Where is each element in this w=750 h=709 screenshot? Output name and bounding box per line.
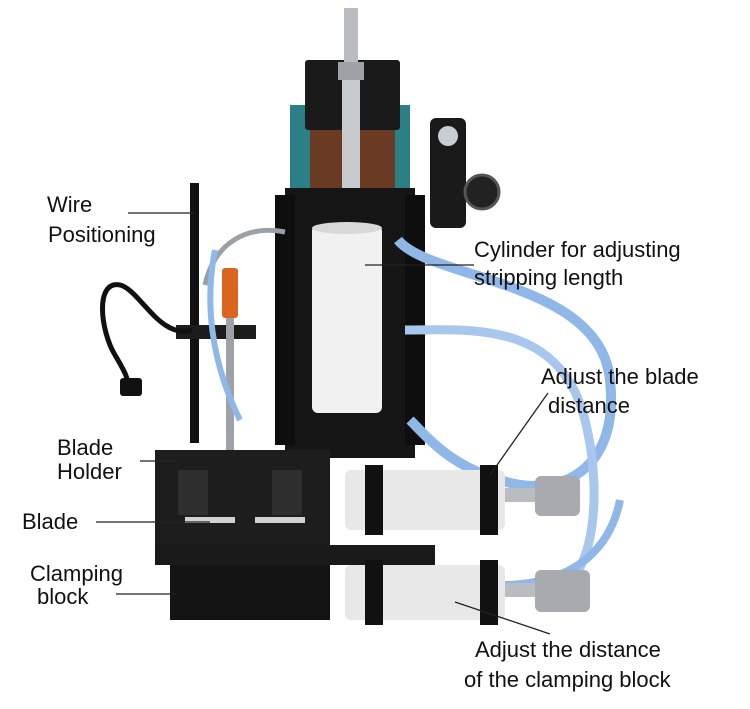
clamping-adjust-knob [535, 570, 590, 612]
blade-cylinder [345, 470, 505, 530]
power-cord [100, 282, 193, 396]
leader-adjust-blade [489, 392, 549, 476]
blade-adjust-knob [535, 476, 580, 516]
orange-fitting [222, 268, 238, 318]
label-cylinder-line1: Cylinder for adjusting [474, 237, 681, 262]
leader-adjust-clamping [454, 601, 551, 635]
label-blade: Blade [22, 509, 79, 534]
label-clamping-line1: Clamping [30, 561, 123, 586]
air-regulator [430, 118, 466, 228]
label-adjust-blade-line2: distance [548, 393, 630, 418]
label-blade-holder-line2: Holder [57, 459, 122, 484]
label-positioning: Positioning [48, 222, 156, 247]
clamping-block-body [170, 555, 330, 620]
clamping-cylinder [345, 565, 505, 620]
label-adjust-blade-line1: Adjust the blade [541, 364, 699, 389]
label-cylinder-line2: stripping length [474, 265, 624, 290]
piston-rod [342, 80, 360, 210]
blue-tubing [394, 236, 617, 491]
label-clamping-line2: block [37, 584, 89, 609]
main-cylinder [312, 225, 382, 413]
blade-right [255, 517, 305, 523]
top-rod [344, 8, 358, 63]
label-adjust-clamping-line1: Adjust the distance [475, 637, 661, 662]
blade-left [185, 517, 235, 523]
label-blade-holder-line1: Blade [57, 435, 114, 460]
label-adjust-clamping-line2: of the clamping block [464, 667, 671, 692]
label-wire: Wire [47, 192, 93, 217]
wire-positioning-rod [190, 183, 199, 443]
